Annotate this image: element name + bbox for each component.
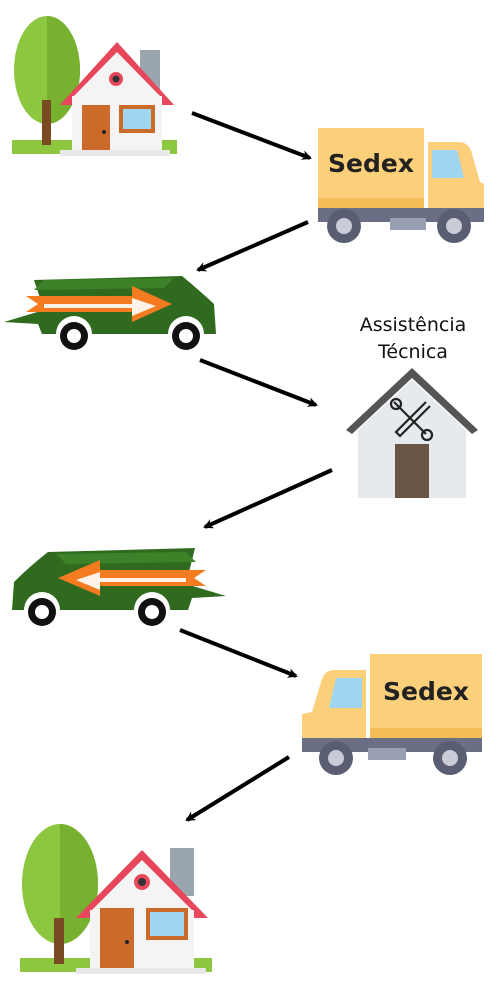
arrow-service-to-car xyxy=(203,468,333,529)
arrow-car-to-service xyxy=(199,358,318,407)
home-origin xyxy=(12,10,182,158)
service-center xyxy=(342,364,482,500)
truck-label: Sedex xyxy=(328,149,414,178)
arrow-car-to-truck xyxy=(179,628,298,678)
service-label-line2: Técnica xyxy=(378,341,448,363)
arrow-truck-to-car xyxy=(196,220,309,272)
home-destination xyxy=(20,818,215,978)
arrow-truck-to-home xyxy=(185,755,291,822)
house-icon xyxy=(12,16,177,156)
truck-label: Sedex xyxy=(383,677,469,706)
car-return xyxy=(10,540,228,628)
car-left-icon xyxy=(12,548,226,626)
truck-icon: Sedex xyxy=(302,654,482,775)
truck-outbound: Sedex xyxy=(314,128,489,248)
service-center-label: Assistência Técnica xyxy=(338,312,488,366)
service-house-icon xyxy=(346,368,478,498)
truck-icon: Sedex xyxy=(318,128,484,243)
service-label-line1: Assistência xyxy=(359,314,467,336)
truck-return: Sedex xyxy=(298,654,488,780)
arrow-home-to-truck xyxy=(191,111,312,160)
tools-icon xyxy=(389,397,434,442)
car-outbound xyxy=(4,268,219,356)
house-icon xyxy=(20,824,212,974)
car-right-icon xyxy=(4,276,216,350)
